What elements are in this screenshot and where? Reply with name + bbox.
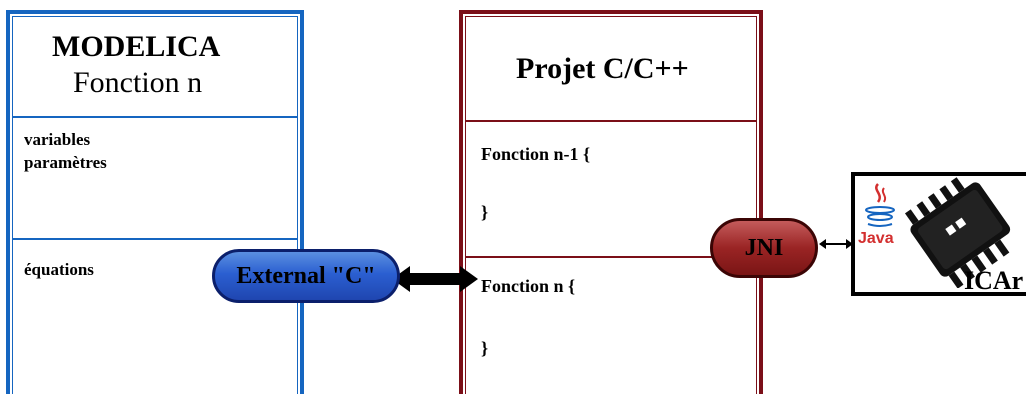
java-logo-label: Java: [858, 230, 894, 247]
icar-label: ICAr: [964, 266, 1024, 295]
modelica-divider-1: [12, 116, 298, 118]
projet-func2-close: }: [481, 338, 489, 358]
projet-divider-1: [465, 120, 757, 122]
projet-func2-open: Fonction n {: [481, 276, 576, 296]
microchip-icon: [904, 177, 1011, 288]
modelica-title: MODELICA: [52, 30, 221, 63]
projet-box-inner: [465, 16, 757, 394]
modelica-box-inner: [12, 16, 298, 394]
projet-box: [459, 10, 763, 394]
jni-connector: JNI: [710, 218, 818, 278]
projet-title: Projet C/C++: [516, 52, 689, 85]
modelica-equations-label: équations: [24, 260, 94, 279]
modelica-subtitle: Fonction n: [73, 66, 203, 99]
modelica-variables-label: variables: [24, 130, 91, 149]
java-logo-icon: [865, 183, 895, 227]
small-double-arrow-icon: [819, 239, 853, 249]
external-c-connector: External "C": [212, 249, 400, 303]
projet-func1-close: }: [481, 202, 489, 222]
double-arrow-icon: [392, 266, 478, 292]
modelica-divider-2: [12, 238, 298, 240]
projet-divider-2: [465, 256, 757, 258]
projet-func1-open: Fonction n-1 {: [481, 144, 591, 164]
modelica-box: [6, 10, 304, 394]
modelica-parameters-label: paramètres: [24, 153, 107, 172]
